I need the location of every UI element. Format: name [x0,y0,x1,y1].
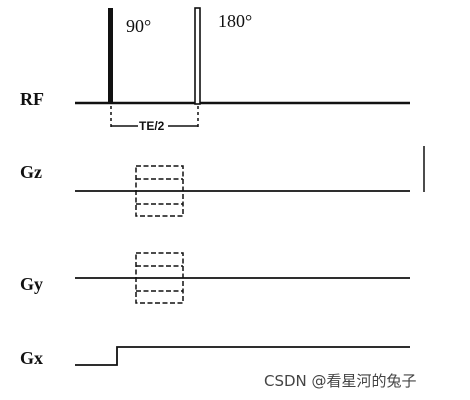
rf-row-label: RF [20,89,44,109]
gz-row-label: Gz [20,162,42,182]
watermark-text: CSDN @看星河的兔子 [264,372,417,390]
gy-phase-table-block [135,252,184,304]
pulse-90-label: 90° [126,16,151,36]
te-half-marker [110,106,199,130]
gy-row-label: Gy [20,274,43,294]
gx-waveform [75,346,410,366]
rf-180-pulse [194,7,201,105]
gz-phase-table-block [135,165,184,217]
gx-row-label: Gx [20,348,43,368]
pulse-180-label: 180° [218,11,252,31]
te-half-label: TE/2 [139,119,165,133]
rf-90-pulse [108,8,113,104]
